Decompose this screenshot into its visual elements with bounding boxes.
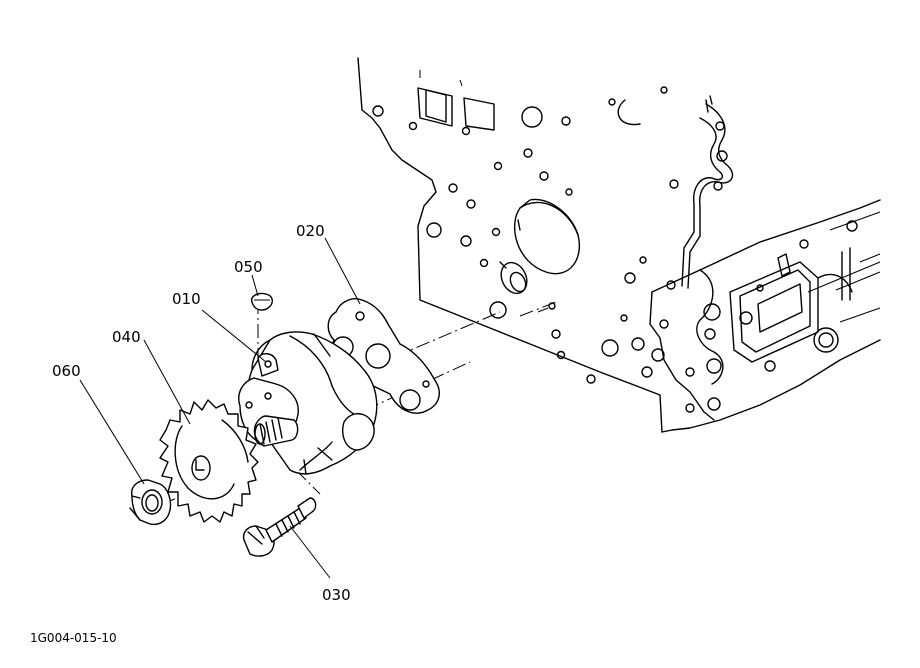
gear-nut xyxy=(129,479,172,526)
callout-040: 040 xyxy=(112,328,141,346)
callout-060: 060 xyxy=(52,362,81,380)
callout-010: 010 xyxy=(172,290,201,308)
woodruff-key xyxy=(251,292,273,311)
mounting-bolt xyxy=(242,497,317,557)
engine-block xyxy=(357,57,881,433)
callout-labels: 020 050 010 040 060 030 1G004-015-10 xyxy=(30,222,351,645)
oil-pump-body xyxy=(238,331,378,475)
callout-050: 050 xyxy=(234,258,263,276)
drawing-id: 1G004-015-10 xyxy=(30,631,117,645)
callout-020: 020 xyxy=(296,222,325,240)
leader-lines xyxy=(79,237,361,579)
oil-pump-gasket xyxy=(327,298,440,414)
callout-030: 030 xyxy=(322,586,351,604)
